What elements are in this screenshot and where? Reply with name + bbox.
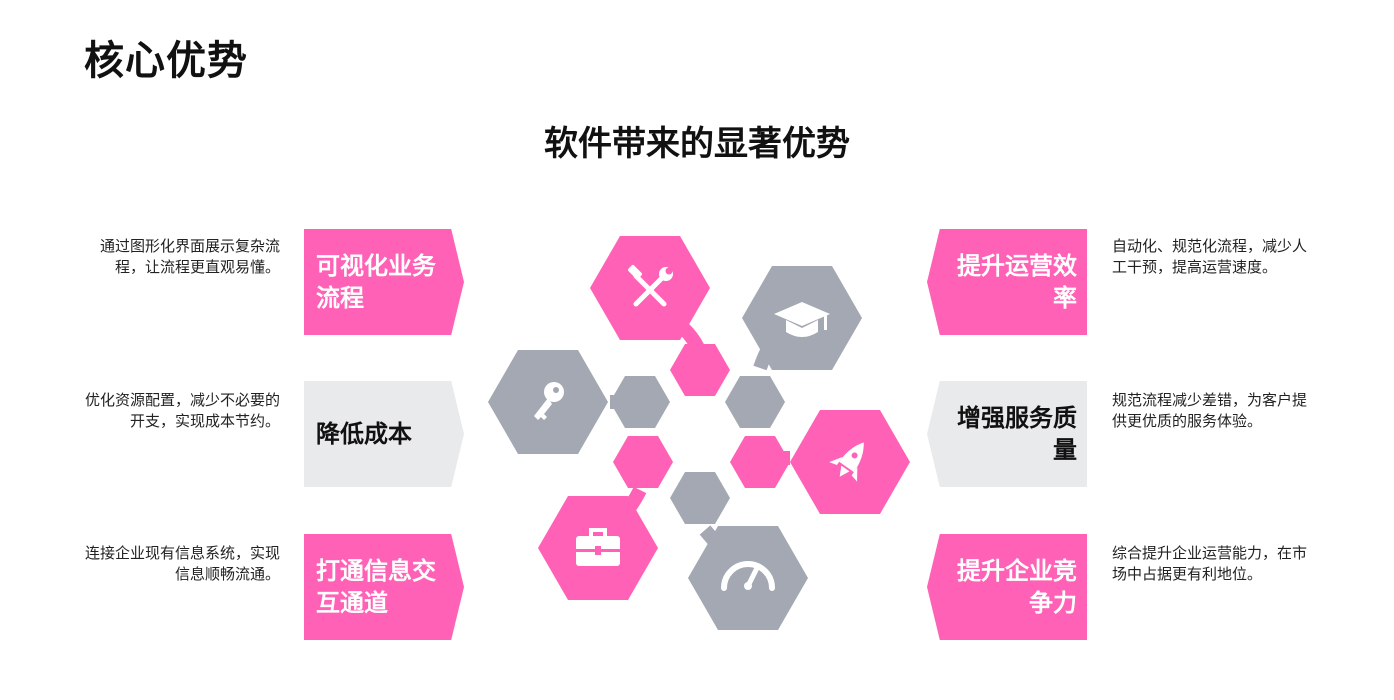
key-icon xyxy=(534,382,564,420)
label-service-quality: 增强服务质量 xyxy=(927,381,1087,487)
label-operation-efficiency: 提升运营效率 xyxy=(927,229,1087,335)
label-reduce-cost: 降低成本 xyxy=(304,381,464,487)
hex-tools xyxy=(590,236,710,340)
toolbox-icon xyxy=(576,528,620,566)
label-info-channel: 打通信息交互通道 xyxy=(304,534,464,640)
description-info-channel: 连接企业现有信息系统，实现信息顺畅流通。 xyxy=(84,544,280,583)
description-competitiveness: 综合提升企业运营能力，在市场中占据更有利地位。 xyxy=(1112,544,1308,583)
label-competitiveness: 提升企业竞争力 xyxy=(927,534,1087,640)
description-operation-efficiency: 自动化、规范化流程，减少人工干预，提高运营速度。 xyxy=(1112,237,1308,276)
rocket-icon xyxy=(829,442,864,482)
description-service-quality: 规范流程减少差错，为客户提供更优质的服务体验。 xyxy=(1112,391,1308,430)
label-info-channel-text: 打通信息交互通道 xyxy=(316,557,436,617)
label-service-quality-text: 增强服务质量 xyxy=(957,404,1077,464)
graduation-cap-icon xyxy=(774,302,830,337)
hex-key xyxy=(488,350,608,454)
label-visual-process: 可视化业务流程 xyxy=(304,229,464,335)
label-visual-process-text: 可视化业务流程 xyxy=(316,252,436,312)
label-reduce-cost-text: 降低成本 xyxy=(316,420,412,448)
label-operation-efficiency-text: 提升运营效率 xyxy=(957,252,1077,312)
diagram-subtitle: 软件带来的显著优势 xyxy=(544,124,850,164)
speedometer-icon xyxy=(721,561,775,591)
hex-graduation xyxy=(742,266,862,370)
tools-icon xyxy=(628,265,673,307)
description-reduce-cost: 优化资源配置，减少不必要的开支，实现成本节约。 xyxy=(84,391,280,430)
hex-rocket xyxy=(790,410,910,514)
hex-speedometer xyxy=(688,526,808,630)
description-visual-process: 通过图形化界面展示复杂流程，让流程更直观易懂。 xyxy=(99,237,280,276)
hex-toolbox xyxy=(538,496,658,600)
page-title: 核心优势 xyxy=(84,38,248,84)
label-competitiveness-text: 提升企业竞争力 xyxy=(957,557,1077,617)
